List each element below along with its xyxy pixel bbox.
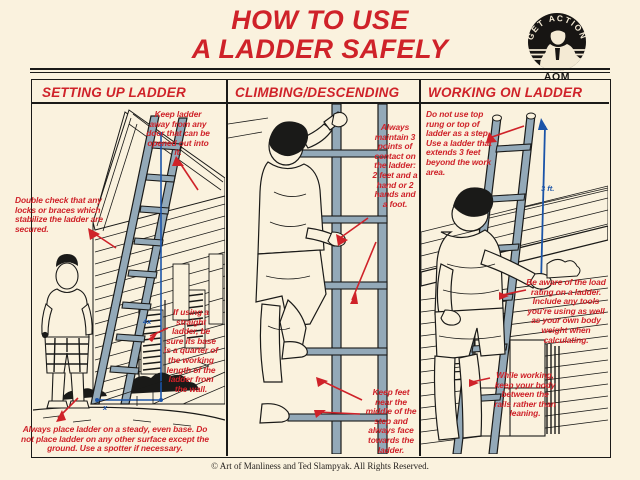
note-keep-ladder-away-from-door: Keep ladder away from any door that can … [146, 109, 210, 158]
note-double-check-locks-braces: Double check that any locks or braces wh… [15, 195, 103, 234]
note-three-points-of-contact: Always maintain 3 points of contact on t… [372, 122, 418, 209]
panel-header-working: WORKING ON LADDER [428, 85, 583, 100]
illustration-climbing-descending [228, 104, 418, 454]
panel-frame [31, 79, 611, 458]
title-line-1: HOW TO USE [231, 5, 409, 35]
illustration-working-on-ladder [421, 104, 608, 454]
note-keep-body-between-rails: While working, keep your body between th… [494, 370, 556, 419]
note-keep-feet-middle-of-step: Keep feet near the middle of the step an… [365, 387, 417, 455]
panel-divider-1 [226, 79, 228, 456]
copyright-footer: © Art of Manliness and Ted Slampyak. All… [211, 461, 429, 471]
note-quarter-working-length: If using a straight ladder, be sure its … [164, 307, 218, 394]
title-line-2: A LADDER SAFELY [191, 34, 449, 64]
header-rule [31, 102, 609, 104]
panel-header-setting-up: SETTING UP LADDER [42, 85, 186, 100]
measure-label-4x: 4x [143, 317, 152, 326]
note-do-not-use-top-rung: Do not use top rung or top of ladder as … [426, 109, 492, 177]
note-steady-even-base: Always place ladder on a steady, even ba… [21, 424, 209, 454]
panel-header-climbing: CLIMBING/DESCENDING [235, 85, 400, 100]
title-rule-bottom [30, 72, 610, 73]
panel-divider-2 [419, 79, 421, 456]
title-rule-top [30, 68, 610, 70]
logo-monogram: AOM [544, 71, 570, 83]
aom-logo: GET ACTION [519, 6, 595, 84]
measure-label-3ft: 3 ft. [541, 184, 555, 193]
poster-title: HOW TO USE A LADDER SAFELY [0, 6, 640, 64]
measure-label-x: x [103, 403, 108, 412]
illustration-setting-up-ladder [33, 104, 225, 454]
note-load-rating: Be aware of the load rating on a ladder.… [526, 277, 606, 345]
